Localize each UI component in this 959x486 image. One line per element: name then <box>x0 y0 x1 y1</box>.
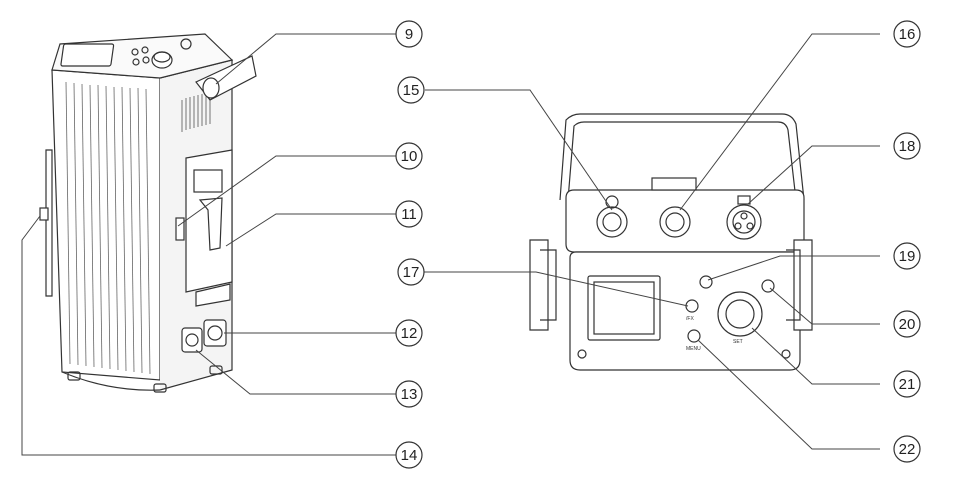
connector-16 <box>659 206 691 238</box>
button-20 <box>761 279 775 293</box>
callout-13: 13 <box>395 380 423 408</box>
callout-15: 15 <box>397 76 425 104</box>
callout-21-label: 21 <box>899 376 916 393</box>
callout-15-label: 15 <box>403 82 420 99</box>
callouts: 9 10 11 12 13 14 15 16 17 18 19 20 21 22 <box>395 20 921 469</box>
callout-20: 20 <box>893 310 921 338</box>
fx-label: /FX <box>686 316 694 322</box>
callout-10: 10 <box>395 142 423 170</box>
callout-22: 22 <box>893 435 921 463</box>
callout-12-label: 12 <box>401 325 418 342</box>
callout-14-label: 14 <box>401 447 418 464</box>
button-19 <box>699 275 713 289</box>
output-port-13 <box>181 327 203 353</box>
callout-18-label: 18 <box>899 138 916 155</box>
callout-20-label: 20 <box>899 316 916 333</box>
callout-21: 21 <box>893 370 921 398</box>
callout-16: 16 <box>893 20 921 48</box>
left-clamp <box>529 239 549 331</box>
callout-19: 19 <box>893 242 921 270</box>
connector-18 <box>726 204 762 240</box>
callout-13-label: 13 <box>401 386 418 403</box>
callout-16-label: 16 <box>899 26 916 43</box>
callout-19-label: 19 <box>899 248 916 265</box>
menu-label: MENU <box>686 346 701 352</box>
callout-11-label: 11 <box>401 206 417 223</box>
top-screen <box>60 43 115 67</box>
side-vent <box>181 92 211 132</box>
yoke <box>559 113 805 201</box>
connector-15 <box>596 206 628 238</box>
output-port-12 <box>203 319 227 347</box>
callout-17-label: 17 <box>403 264 420 281</box>
callout-14: 14 <box>395 441 423 469</box>
button-menu <box>687 329 701 343</box>
callout-18: 18 <box>893 132 921 160</box>
callout-11: 11 <box>395 200 423 228</box>
callout-17: 17 <box>397 258 425 286</box>
right-clamp <box>793 239 813 331</box>
set-label: SET <box>733 339 743 345</box>
callout-9: 9 <box>395 20 423 48</box>
side-bracket <box>45 149 53 297</box>
cooling-fins <box>65 81 151 375</box>
power-box <box>39 33 257 393</box>
leader-lines <box>21 33 880 456</box>
callout-22-label: 22 <box>899 441 916 458</box>
set-knob <box>717 291 763 337</box>
callout-10-label: 10 <box>401 148 418 165</box>
callout-12: 12 <box>395 319 423 347</box>
ballast-rear <box>529 113 813 371</box>
callout-9-label: 9 <box>405 26 413 43</box>
